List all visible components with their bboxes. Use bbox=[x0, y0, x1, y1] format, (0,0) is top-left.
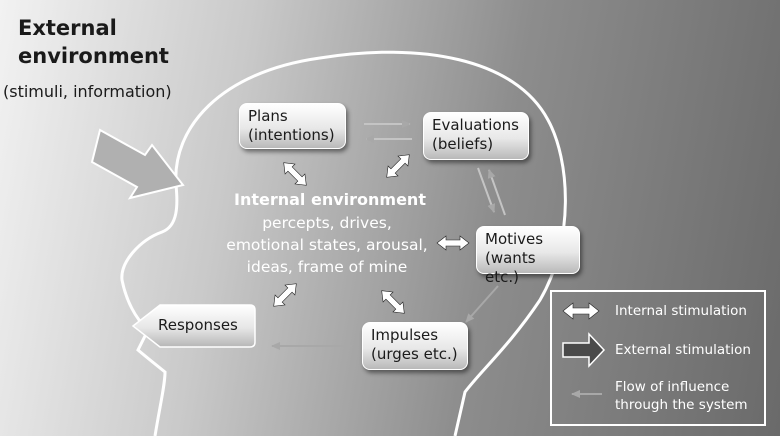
diagram-subtitle: (stimuli, information) bbox=[3, 82, 172, 101]
motives-sub-label: (wants etc.) bbox=[485, 249, 536, 286]
impulses-label: Impulses bbox=[371, 326, 439, 344]
motives-label: Motives bbox=[485, 230, 544, 248]
impulses-sub-label: (urges etc.) bbox=[371, 345, 458, 363]
plans-label: Plans bbox=[248, 107, 288, 125]
motives-box: Motives (wants etc.) bbox=[476, 226, 580, 286]
internal-stimulation-icon bbox=[436, 235, 470, 251]
plans-sub-label: (intentions) bbox=[248, 126, 335, 144]
responses-label: Responses bbox=[158, 316, 238, 334]
evaluations-box: Evaluations (beliefs) bbox=[423, 112, 529, 160]
evaluations-sub-label: (beliefs) bbox=[432, 135, 494, 153]
internal-environment-heading: Internal environment bbox=[234, 190, 426, 209]
internal-stimulation-icon bbox=[386, 154, 410, 178]
internal-environment-line-2: emotional states, arousal, bbox=[226, 236, 428, 254]
legend-flow-label-line2: through the system bbox=[615, 397, 748, 413]
diagram-title-line2: environment bbox=[18, 44, 169, 68]
impulses-box: Impulses (urges etc.) bbox=[362, 322, 468, 370]
internal-stimulation-icon bbox=[273, 283, 297, 307]
internal-environment-line-1: percepts, drives, bbox=[262, 214, 392, 232]
evaluations-motives-arrows bbox=[477, 167, 506, 216]
diagram-title-line1: External bbox=[18, 16, 117, 40]
internal-environment-line-3: ideas, frame of mine bbox=[246, 258, 408, 276]
internal-stimulation-icon bbox=[381, 290, 405, 314]
plans-evaluations-arrows bbox=[364, 120, 412, 143]
internal-stimulation-icon bbox=[283, 162, 307, 186]
legend-flow-label-line1: Flow of influence bbox=[615, 379, 730, 395]
legend-border bbox=[550, 290, 766, 426]
legend-internal-stimulation-icon bbox=[562, 302, 600, 320]
external-stimulation-arrow bbox=[90, 128, 185, 200]
motives-to-impulses-flow bbox=[465, 285, 499, 323]
legend-external-stimulation-icon bbox=[562, 332, 606, 368]
responses-shape bbox=[131, 304, 256, 348]
legend-external-stimulation-label: External stimulation bbox=[615, 342, 751, 358]
legend-internal-stimulation-label: Internal stimulation bbox=[615, 303, 747, 319]
plans-box: Plans (intentions) bbox=[239, 103, 346, 149]
evaluations-label: Evaluations bbox=[432, 116, 519, 134]
